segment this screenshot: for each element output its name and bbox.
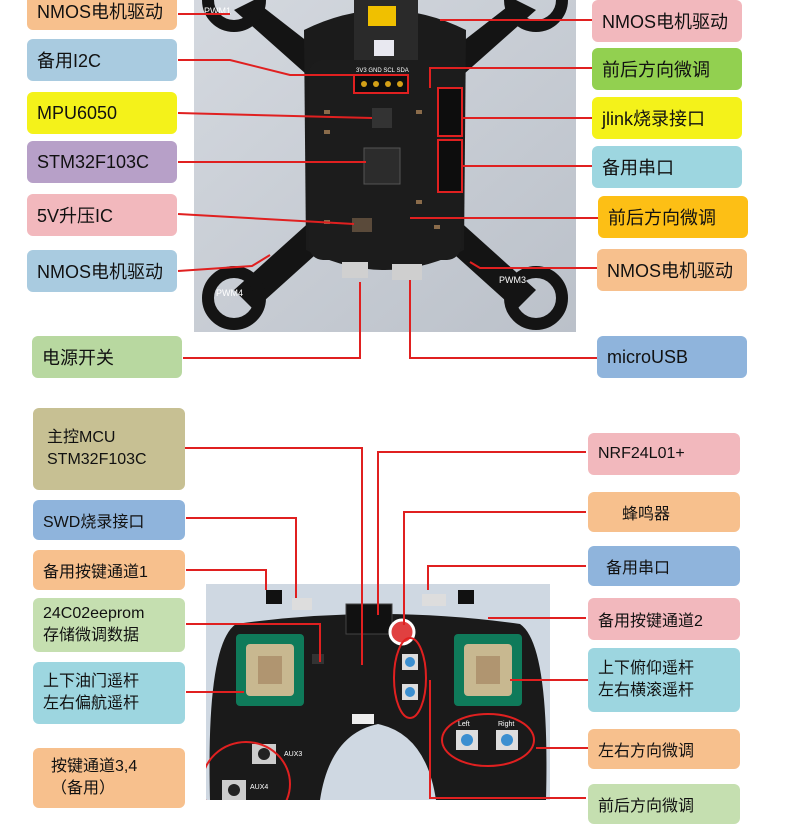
label-fore-aft-trim-1: 前后方向微调 (592, 48, 742, 90)
label-text: NMOS电机驱动 (607, 261, 733, 281)
label-text: NMOS电机驱动 (37, 262, 163, 282)
label-text: 备用按键通道1 (43, 564, 148, 581)
label-text: 前后方向微调 (602, 60, 710, 80)
aux3-marking: AUX3 (284, 751, 302, 758)
label-line2: STM32F103C (47, 451, 147, 468)
label-nmos-motor-driver-bl: NMOS电机驱动 (27, 250, 177, 292)
label-swd-port: SWD烧录接口 (33, 500, 185, 540)
label-text: 电源开关 (42, 348, 114, 368)
aux4-marking: AUX4 (250, 784, 268, 791)
label-line2: 左右横滚遥杆 (598, 682, 695, 699)
label-line1: 上下俯仰遥杆 (598, 660, 695, 677)
label-microusb: microUSB (597, 336, 747, 378)
label-text: NRF24L01+ (598, 445, 685, 462)
label-power-switch: 电源开关 (32, 336, 182, 378)
label-main-mcu: 主控MCU STM32F103C (33, 408, 185, 490)
label-text: 左右方向微调 (598, 743, 695, 760)
pwm1-marking: PWM1 (204, 6, 231, 16)
label-jlink-port: jlink烧录接口 (592, 97, 742, 139)
label-text: 备用I2C (37, 51, 102, 71)
label-spare-i2c: 备用I2C (27, 39, 177, 81)
label-line1: 24C02eeprom (43, 605, 145, 622)
left-btn-marking: Left (458, 721, 470, 728)
label-text: 备用按键通道2 (598, 613, 703, 630)
label-text: 蜂鸣器 (622, 506, 671, 523)
leader-lines (177, 13, 604, 799)
label-fore-aft-trim-2: 前后方向微调 (598, 196, 748, 238)
label-5v-boost-ic: 5V升压IC (27, 194, 177, 236)
label-nmos-motor-driver-br: NMOS电机驱动 (597, 249, 747, 291)
label-left-right-trim: 左右方向微调 (588, 729, 740, 769)
label-text: MPU6050 (37, 102, 118, 123)
label-text: jlink烧录接口 (602, 109, 706, 129)
label-nmos-motor-driver-tr: NMOS电机驱动 (592, 0, 742, 42)
label-text: 前后方向微调 (598, 798, 695, 815)
label-stm32f103c: STM32F103C (27, 141, 177, 183)
label-right-stick: 上下俯仰遥杆 左右横滚遥杆 (588, 648, 740, 712)
label-eeprom: 24C02eeprom 存储微调数据 (33, 598, 185, 652)
pwm4-marking: PWM4 (216, 288, 243, 298)
label-text: STM32F103C (37, 151, 150, 172)
label-spare-uart-bottom: 备用串口 (588, 546, 740, 586)
label-text: 备用串口 (602, 158, 674, 178)
label-left-stick: 上下油门遥杆 左右偏航遥杆 (33, 662, 185, 724)
label-fore-aft-trim-bottom: 前后方向微调 (588, 784, 740, 824)
label-line2: 存储微调数据 (43, 627, 140, 644)
label-text: NMOS电机驱动 (602, 12, 728, 32)
label-spare-uart-top: 备用串口 (592, 146, 742, 188)
label-line2: （备用） (51, 780, 116, 797)
label-text: NMOS电机驱动 (37, 2, 163, 22)
label-text: microUSB (607, 346, 689, 367)
right-btn-marking: Right (498, 721, 514, 728)
label-mpu6050: MPU6050 (27, 92, 177, 134)
label-spare-key-ch2: 备用按键通道2 (588, 598, 740, 640)
header-pin-marking: 3V3 GND SCL SDA (356, 68, 409, 74)
label-key-ch34: 按键通道3,4 （备用） (33, 748, 185, 808)
label-line1: 主控MCU (47, 429, 116, 446)
label-text: 5V升压IC (37, 206, 114, 226)
label-line1: 上下油门遥杆 (43, 673, 140, 690)
label-line2: 左右偏航遥杆 (43, 695, 140, 712)
label-text: SWD烧录接口 (43, 514, 145, 531)
label-text: 备用串口 (606, 560, 671, 577)
controller-pcb-photo: Left Right AUX3 AUX4 (201, 584, 550, 824)
label-buzzer: 蜂鸣器 (588, 492, 740, 532)
label-nrf24l01: NRF24L01+ (588, 433, 740, 475)
label-text: 前后方向微调 (608, 208, 716, 228)
label-nmos-motor-driver-tl: NMOS电机驱动 (27, 0, 177, 30)
label-line1: 按键通道3,4 (51, 758, 138, 775)
label-spare-key-ch1: 备用按键通道1 (33, 550, 185, 590)
pwm3-marking: PWM3 (499, 275, 526, 285)
